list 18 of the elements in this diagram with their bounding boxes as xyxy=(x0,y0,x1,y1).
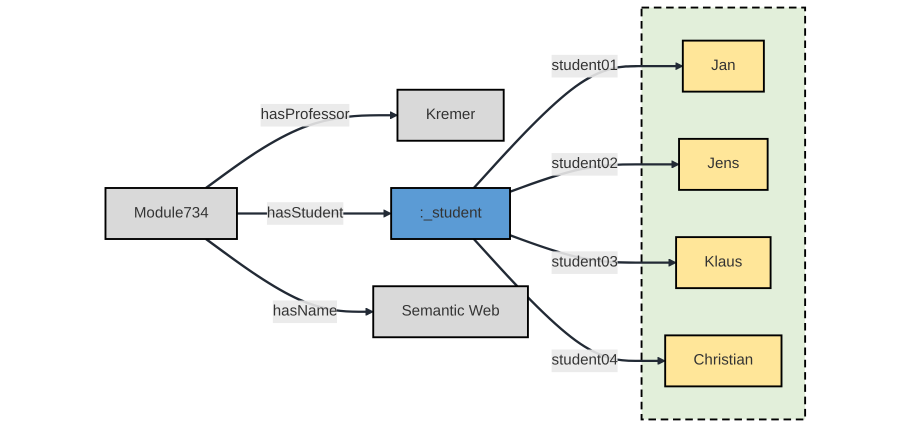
edge-label: student03 xyxy=(551,254,618,270)
node-box: Module734 xyxy=(104,187,238,240)
node-box: Christian xyxy=(664,334,782,388)
edge-label: student01 xyxy=(551,58,618,74)
node-box: Jens xyxy=(678,138,768,191)
edge-label: student02 xyxy=(551,156,618,172)
cluster xyxy=(640,6,806,420)
edge-label: hasProfessor xyxy=(260,106,350,123)
node-box: Semantic Web xyxy=(372,285,529,338)
edge-label: hasStudent xyxy=(266,205,344,222)
edge-label: hasName xyxy=(272,303,338,320)
node-box: :_student xyxy=(390,187,511,240)
arrow xyxy=(472,62,683,189)
arrow xyxy=(472,238,666,366)
node-box: Kremer xyxy=(396,88,504,142)
node-box: Jan xyxy=(682,40,764,93)
edge-label: student04 xyxy=(551,352,618,368)
node-box: Klaus xyxy=(674,236,772,290)
